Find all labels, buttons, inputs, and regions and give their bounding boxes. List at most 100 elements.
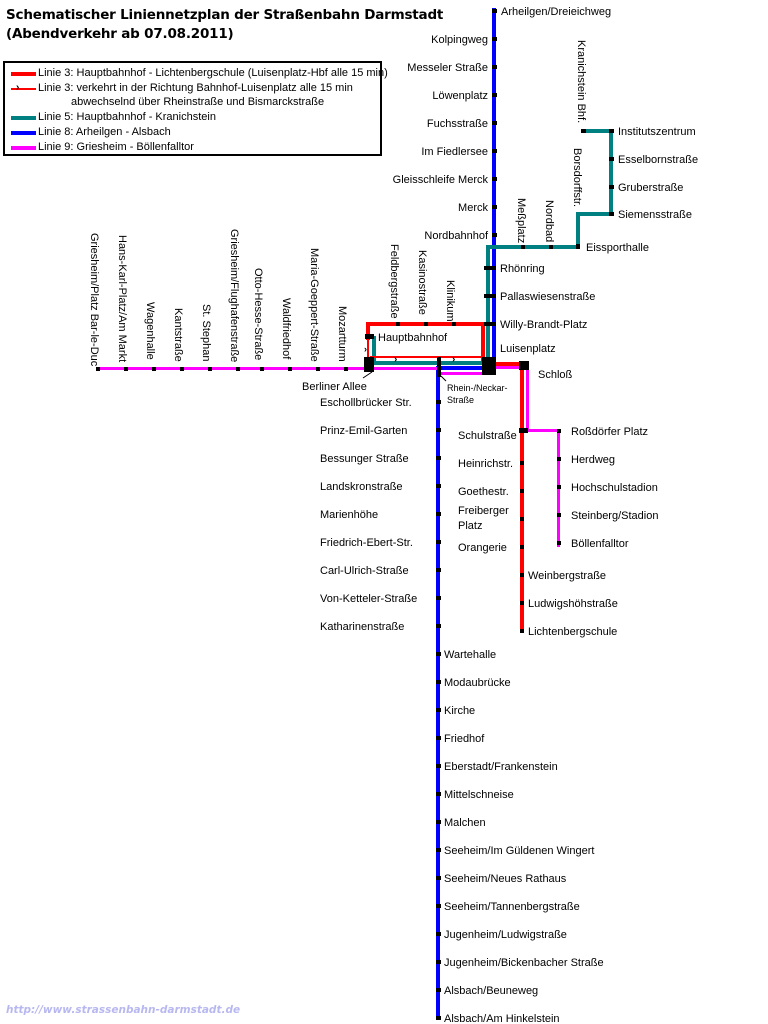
map-title: Schematischer Liniennetzplan der Straßen… <box>6 6 443 44</box>
station-label: Im Fiedlersee <box>421 146 488 158</box>
station-label: Feldbergstraße <box>388 244 400 319</box>
station-label: Alsbach/Beuneweg <box>444 985 538 997</box>
station-label: Roßdörfer Platz <box>571 426 648 438</box>
stop-marker <box>520 545 524 549</box>
station-label: Katharinenstraße <box>320 621 404 633</box>
direction-arrow-icon: › <box>394 354 397 365</box>
stop-marker <box>436 904 441 908</box>
stop-marker <box>492 233 497 237</box>
station-label: Maria-Goeppert-Straße <box>308 248 320 362</box>
legend-label: Linie 3: Hauptbahnhof - Lichtenbergschul… <box>38 67 388 79</box>
station-label: Platz <box>458 520 482 532</box>
station-label: Kasinostraße <box>416 250 428 315</box>
line3-arrow-swatch <box>11 88 36 90</box>
station-label: Steinberg/Stadion <box>571 510 658 522</box>
stop-marker <box>609 129 614 133</box>
line3-swatch <box>11 72 36 76</box>
junctions <box>364 334 529 433</box>
station-label: Griesheim/Flughafenstraße <box>228 229 240 362</box>
station-label: Otto-Hesse-Straße <box>252 268 264 360</box>
stop-marker <box>436 848 441 852</box>
station-label: Heinrichstr. <box>458 458 513 470</box>
stop-marker <box>436 484 441 488</box>
station-label: Seeheim/Im Güldenen Wingert <box>444 845 594 857</box>
station-label: Jugenheim/Bickenbacher Straße <box>444 957 604 969</box>
leader-line <box>362 371 373 379</box>
station-label: St. Stephan <box>200 304 212 362</box>
station-label: Rhein-/Neckar- <box>447 383 508 393</box>
station-label: Griesheim/Platz Bar-le-Duc <box>88 233 100 367</box>
stop-marker <box>436 1016 441 1020</box>
stop-marker <box>557 457 561 461</box>
stop-marker <box>492 205 497 209</box>
stop-marker <box>436 400 441 404</box>
station-label: Malchen <box>444 817 486 829</box>
station-label: Gruberstraße <box>618 182 683 194</box>
stop-marker <box>492 121 497 125</box>
stop-marker <box>557 513 561 517</box>
station-label: Borsdorffstr. <box>571 148 583 207</box>
station-label: Arheilgen/Dreieichweg <box>501 6 611 18</box>
station-label: Kolpingweg <box>431 34 488 46</box>
junction-schloss <box>519 361 529 370</box>
station-label: Modaubrücke <box>444 677 511 689</box>
stop-marker <box>152 367 156 371</box>
station-label: Siemensstraße <box>618 209 692 221</box>
stop-marker <box>436 428 441 432</box>
junction-rhein-neckar <box>437 357 441 377</box>
stop-marker <box>520 461 524 465</box>
station-label: Böllenfalltor <box>571 538 629 550</box>
stop-marker <box>436 456 441 460</box>
station-label: Friedrich-Ebert-Str. <box>320 537 413 549</box>
line5-route <box>372 129 613 365</box>
stop-marker <box>557 485 561 489</box>
direction-arrow-icon: › <box>364 344 367 354</box>
stop-marker <box>609 157 614 161</box>
station-label: Herdweg <box>571 454 615 466</box>
direction-arrow-icon: › <box>452 354 455 365</box>
station-label: Carl-Ulrich-Straße <box>320 565 409 577</box>
station-label: Lichtenbergschule <box>528 626 617 638</box>
station-label: Berliner Allee <box>302 381 367 393</box>
stop-marker <box>609 185 614 189</box>
line8-swatch <box>11 131 36 135</box>
station-label: Nordbad <box>543 200 555 242</box>
station-label: Schloß <box>538 369 573 381</box>
junction-berliner-allee <box>364 357 374 372</box>
station-label: Klinikum <box>444 280 456 322</box>
stop-marker <box>236 367 240 371</box>
station-label: Hans-Karl-Platz/Am Markt <box>116 235 128 362</box>
station-label: Esselbornstraße <box>618 154 698 166</box>
station-label: Goethestr. <box>458 486 509 498</box>
stop-marker <box>520 573 524 577</box>
stop-marker <box>484 322 496 326</box>
stop-marker <box>344 367 348 371</box>
station-labels: Arheilgen/DreieichwegKolpingwegMesseler … <box>88 6 698 1024</box>
stop-marker <box>436 680 441 684</box>
line9-swatch <box>11 146 36 150</box>
station-label: Ludwigshöhstraße <box>528 598 618 610</box>
station-label: Straße <box>447 395 474 405</box>
stop-marker <box>436 736 441 740</box>
station-label: Seeheim/Neues Rathaus <box>444 873 567 885</box>
stop-marker <box>484 266 496 270</box>
stop-marker <box>452 322 456 326</box>
stop-marker <box>436 876 441 880</box>
website-link[interactable]: http://www.strassenbahn-darmstadt.de <box>6 1004 241 1016</box>
stop-marker <box>436 624 441 628</box>
station-label: Schulstraße <box>458 430 517 442</box>
stop-marker <box>557 429 561 433</box>
station-label: Luisenplatz <box>500 343 556 355</box>
legend-label: Linie 8: Arheilgen - Alsbach <box>38 126 171 138</box>
stop-marker <box>492 37 497 41</box>
stop-marker <box>576 244 580 249</box>
leader-line <box>440 375 447 382</box>
stop-marker <box>424 322 428 326</box>
line8-route <box>436 8 496 1020</box>
stop-marker <box>396 322 400 326</box>
station-label: Kantstraße <box>172 308 184 362</box>
stop-marker <box>520 517 524 521</box>
legend-label-continued: abwechselnd über Rheinstraße und Bismarc… <box>71 96 325 108</box>
stop-marker <box>492 65 497 69</box>
station-label: Freiberger <box>458 505 509 517</box>
